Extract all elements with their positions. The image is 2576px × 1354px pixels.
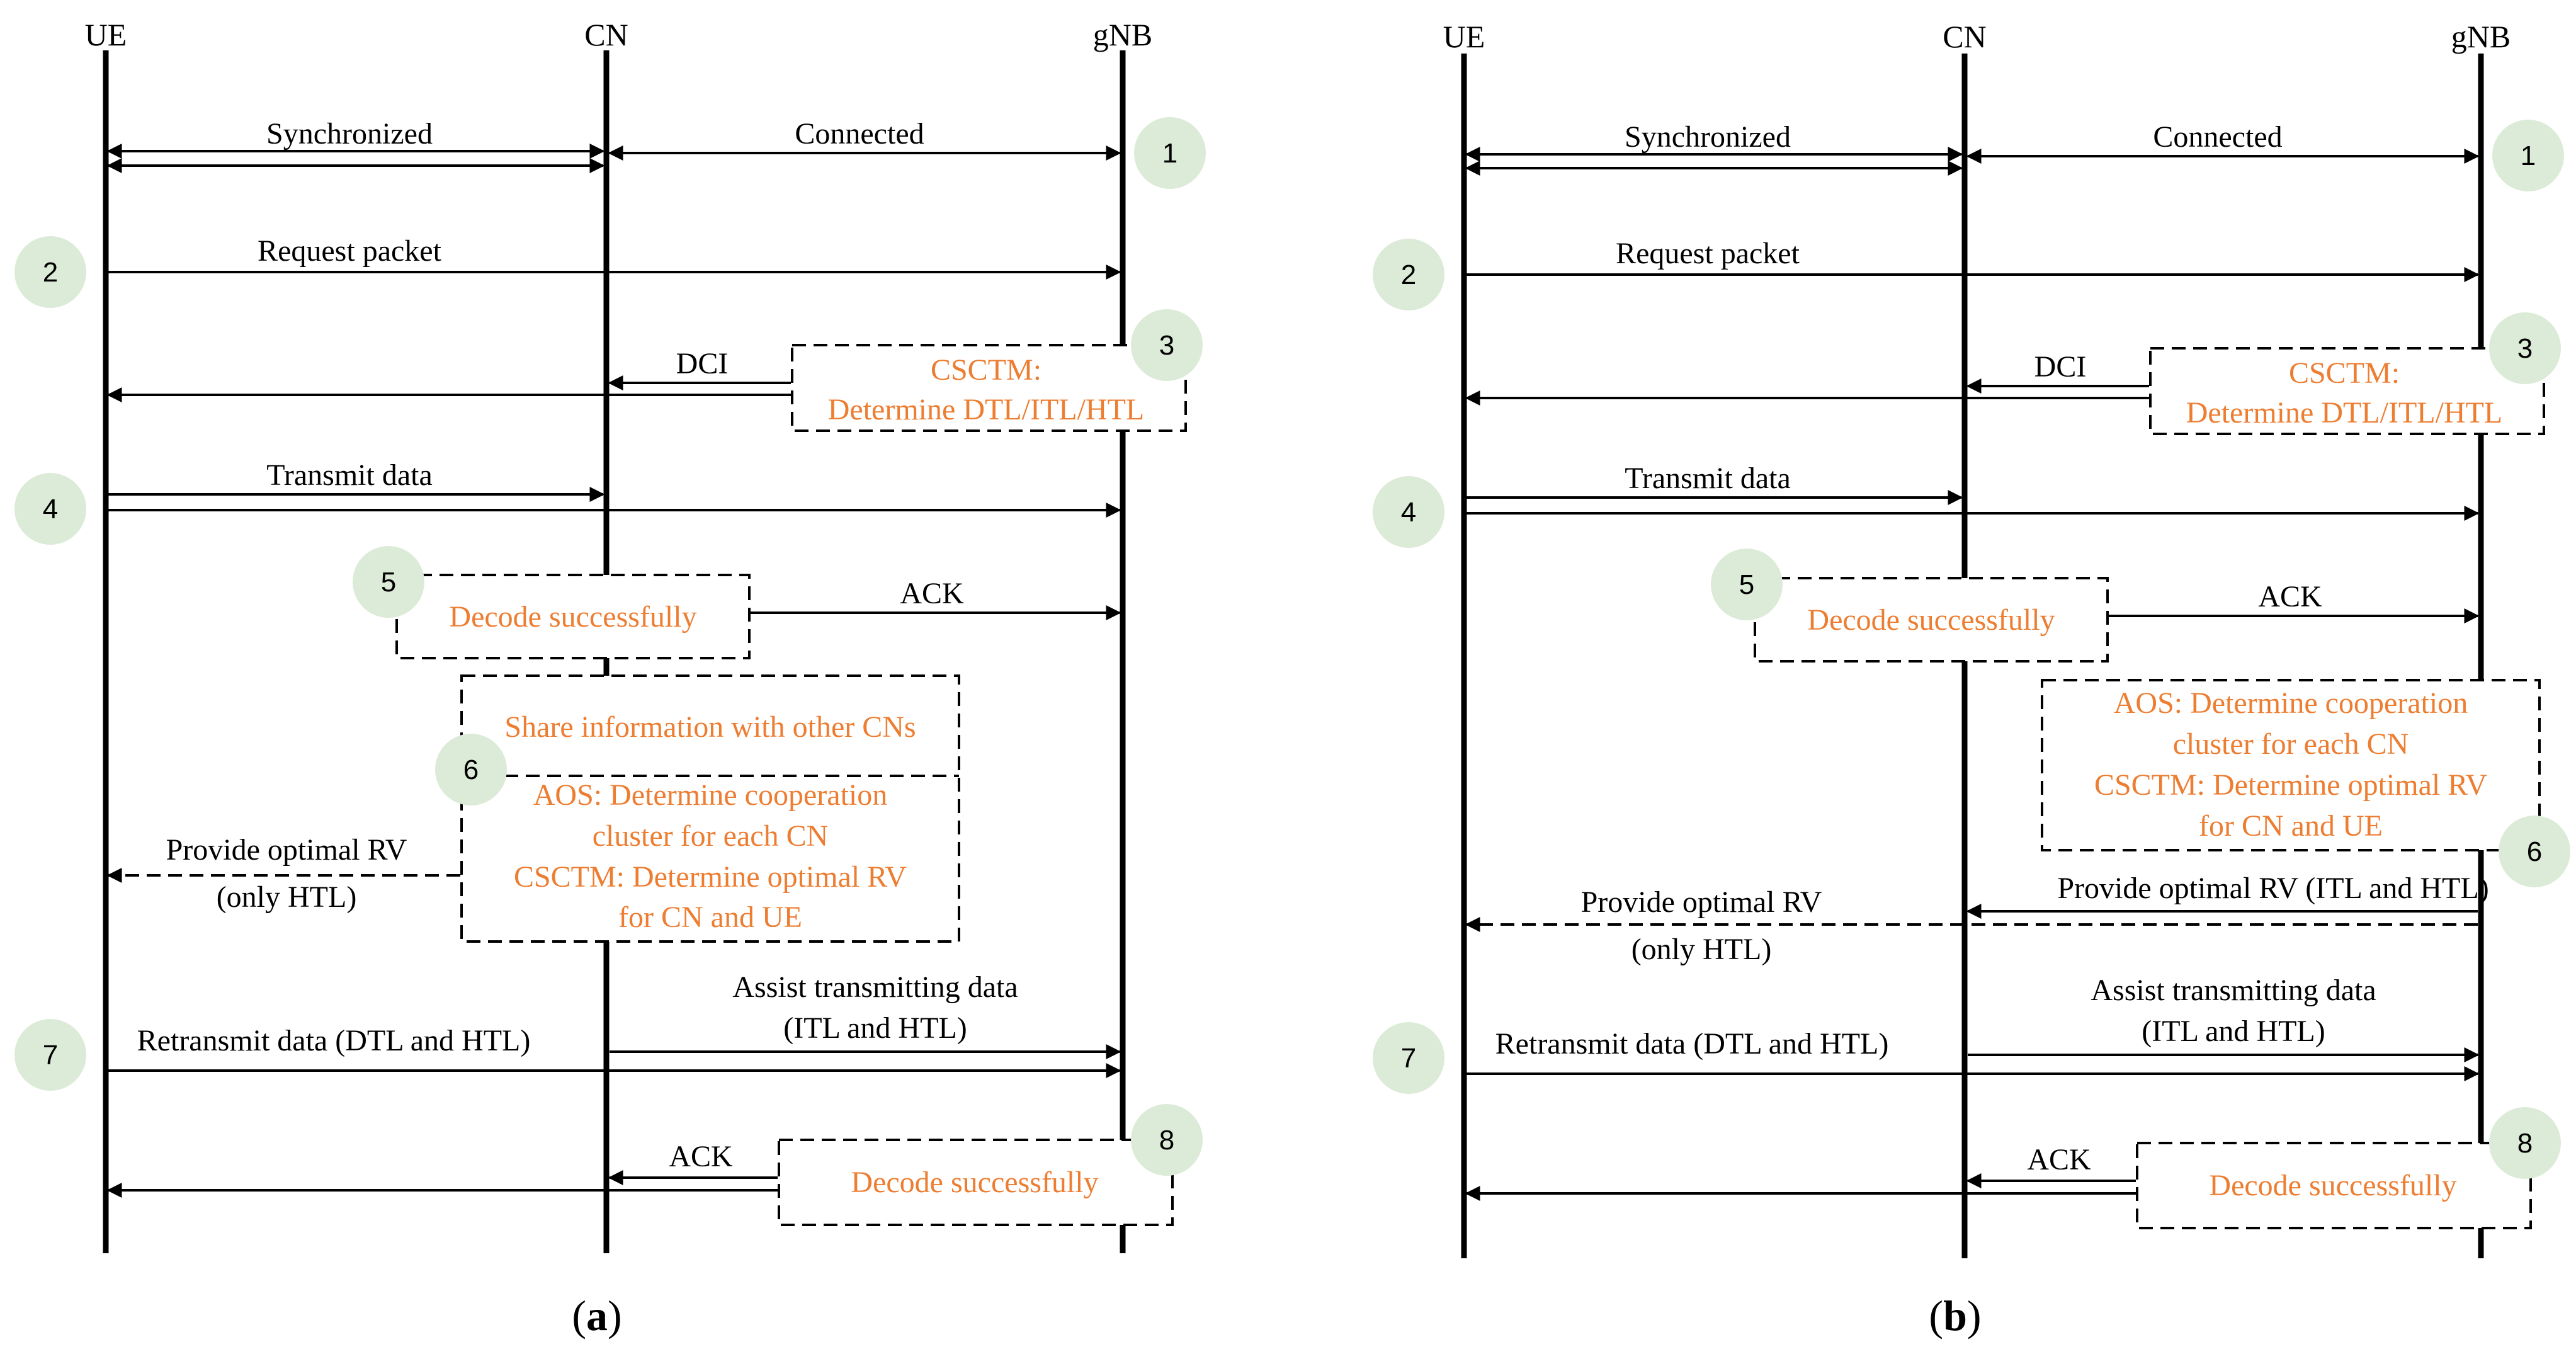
step-circle-1: [1134, 117, 1206, 189]
step-circle-8: [2489, 1107, 2561, 1179]
step-number-4: 4: [1401, 497, 1416, 528]
msg-dci: DCI: [2034, 350, 2087, 384]
step-number-7: 7: [1401, 1043, 1416, 1074]
box-csctm-line1: CSCTM:: [931, 353, 1041, 387]
caption-b: (b): [1929, 1292, 1981, 1340]
msg-ack-1: ACK: [900, 577, 964, 610]
participant-ue: UE: [85, 17, 127, 52]
participant-gnb: gNB: [2451, 19, 2511, 54]
msg-synchronized: Synchronized: [1625, 120, 1791, 154]
step-number-1: 1: [2521, 140, 2536, 171]
step-number-3: 3: [2517, 333, 2533, 364]
msg-ack-2: ACK: [2027, 1143, 2091, 1176]
step-circle-2: [1373, 239, 1444, 310]
msg-ack-1: ACK: [2258, 580, 2322, 613]
msg-provide-rv-2: (only HTL): [217, 880, 357, 914]
step-number-2: 2: [43, 257, 58, 288]
step-circle-7: [14, 1019, 86, 1091]
participant-ue: UE: [1443, 19, 1485, 54]
msg-assist-2: (ITL and HTL): [783, 1011, 967, 1045]
panel-b: UE CN gNB Synchronized Connected 1 2 Req…: [1373, 19, 2570, 1340]
participant-cn: CN: [584, 17, 628, 52]
msg-ack-2: ACK: [669, 1140, 733, 1173]
step-circle-7: [1373, 1022, 1444, 1094]
msg-retransmit: Retransmit data (DTL and HTL): [1495, 1027, 1889, 1061]
msg-connected: Connected: [795, 117, 924, 151]
msg-provide-rv-1: Provide optimal RV: [1581, 885, 1822, 919]
step-number-5: 5: [381, 567, 396, 598]
msg-provide-rv-2: (only HTL): [1631, 933, 1772, 966]
box-aos-line2: cluster for each CN: [593, 819, 829, 853]
participant-gnb: gNB: [1093, 17, 1152, 52]
box-decode-1: [395, 574, 751, 659]
box-aos-line3: CSCTM: Determine optimal RV: [514, 860, 907, 894]
box-share-aos: [460, 674, 960, 943]
msg-retransmit: Retransmit data (DTL and HTL): [137, 1024, 531, 1057]
box-decode-2: [2136, 1142, 2532, 1229]
step-circle-5: [353, 546, 424, 618]
box-decode-1-text: Decode successfully: [449, 600, 696, 634]
step-number-7: 7: [43, 1040, 58, 1071]
step-circle-6: [2499, 816, 2570, 887]
msg-synchronized: Synchronized: [266, 117, 433, 151]
step-number-1: 1: [1162, 138, 1177, 169]
panel-a: UE CN gNB Synchronized Connected 1 2 Req…: [14, 17, 1206, 1340]
box-aos-line1: AOS: Determine cooperation: [2114, 686, 2468, 720]
msg-connected: Connected: [2153, 120, 2282, 154]
step-circle-6: [435, 734, 507, 805]
box-decode-1-text: Decode successfully: [1807, 603, 2055, 637]
step-number-6: 6: [463, 754, 479, 785]
box-csctm-line1: CSCTM:: [2289, 356, 2400, 390]
msg-dci: DCI: [676, 347, 729, 380]
step-number-2: 2: [1401, 259, 1416, 290]
step-circle-3: [2489, 312, 2561, 384]
box-aos-line2: cluster for each CN: [2173, 727, 2409, 761]
box-share-text: Share information with other CNs: [504, 710, 916, 744]
box-decode-2: [778, 1139, 1174, 1226]
box-csctm: [791, 344, 1187, 432]
msg-provide-rv-1: Provide optimal RV: [166, 833, 407, 867]
box-aos-line4: for CN and UE: [2199, 809, 2383, 843]
step-number-4: 4: [43, 494, 58, 525]
msg-transmit-data: Transmit data: [1625, 462, 1791, 495]
box-csctm-line2: Determine DTL/ITL/HTL: [828, 393, 1144, 426]
step-circle-3: [1131, 309, 1203, 381]
step-number-3: 3: [1159, 330, 1174, 361]
participant-cn: CN: [1943, 19, 1986, 54]
msg-assist-2: (ITL and HTL): [2142, 1015, 2325, 1048]
step-circle-4: [14, 473, 86, 545]
msg-request-packet: Request packet: [1616, 237, 1800, 270]
step-number-8: 8: [1159, 1125, 1174, 1156]
msg-transmit-data: Transmit data: [266, 458, 433, 492]
box-csctm-line2: Determine DTL/ITL/HTL: [2186, 396, 2502, 430]
step-circle-1: [2492, 120, 2564, 191]
msg-assist-1: Assist transmitting data: [732, 970, 1018, 1004]
msg-provide-rv-gnb: Provide optimal RV (ITL and HTL): [2057, 872, 2488, 905]
box-decode-2-text: Decode successfully: [2209, 1169, 2456, 1202]
box-aos-line3: CSCTM: Determine optimal RV: [2094, 768, 2487, 802]
msg-assist-1: Assist transmitting data: [2091, 974, 2376, 1007]
msg-request-packet: Request packet: [258, 234, 442, 268]
box-aos: [2041, 679, 2541, 851]
step-number-8: 8: [2517, 1128, 2533, 1159]
box-csctm: [2149, 347, 2545, 435]
caption-a: (a): [572, 1292, 621, 1340]
step-circle-8: [1131, 1104, 1203, 1176]
box-decode-2-text: Decode successfully: [851, 1166, 1098, 1199]
step-circle-5: [1711, 549, 1783, 620]
step-circle-4: [1373, 476, 1444, 548]
box-decode-1: [1754, 577, 2109, 663]
step-number-5: 5: [1739, 569, 1754, 600]
box-aos-line4: for CN and UE: [618, 901, 802, 934]
step-circle-2: [14, 236, 86, 308]
box-aos-line1: AOS: Determine cooperation: [533, 778, 888, 812]
step-number-6: 6: [2527, 836, 2542, 867]
